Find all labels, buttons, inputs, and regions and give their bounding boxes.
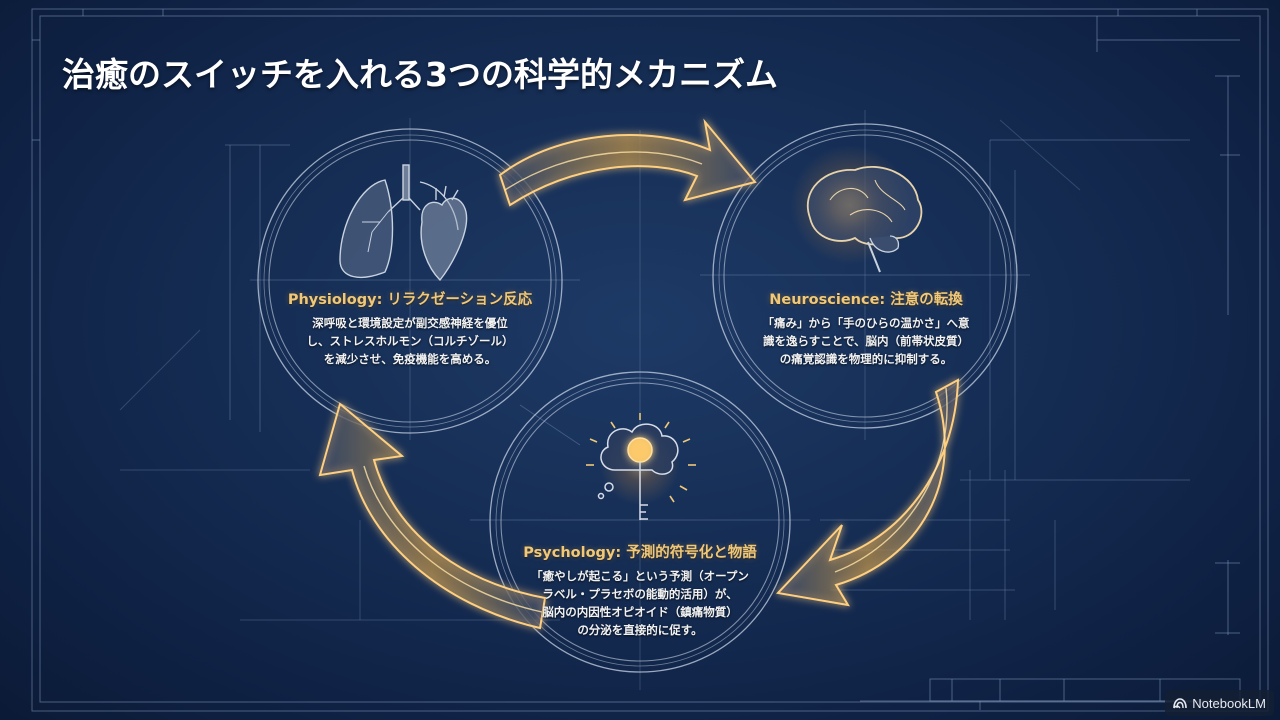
slide-title: 治癒のスイッチを入れる3つの科学的メカニズム (62, 55, 778, 94)
glowing-brain-icon (807, 165, 923, 273)
node-circles (257, 123, 1018, 673)
node-body-neuroscience: 「痛み」から「手のひらの温かさ」へ意 識を逸らすことで、脳内（前帯状皮質） の痛… (731, 314, 1001, 368)
arrow-physiology-to-neuroscience (498, 118, 757, 207)
notebooklm-label: NotebookLM (1192, 695, 1266, 711)
notebooklm-logo-icon (1173, 698, 1188, 709)
node-heading-neuroscience: Neuroscience: 注意の転換 (769, 292, 963, 308)
body-line: 「痛み」から「手のひらの温かさ」へ意 (762, 316, 970, 330)
node-neuroscience: Neuroscience: 注意の転換 「痛み」から「手のひらの温かさ」へ意 識… (731, 288, 1001, 368)
node-psychology: Psychology: 予測的符号化と物語 「癒やしが起こる」という予測（オープ… (505, 541, 775, 639)
psychology-circle (489, 371, 791, 673)
arrow-neuroscience-to-psychology (775, 378, 960, 607)
node-heading-physiology: Physiology: リラクゼーション反応 (287, 292, 533, 308)
physiology-circle (257, 128, 563, 434)
neuroscience-circle (712, 123, 1018, 429)
arrow-psychology-to-physiology (318, 402, 547, 630)
body-line: の痛覚認識を物理的に抑制する。 (779, 352, 953, 366)
body-line: ラベル・プラセボの能動的活用）が、 (542, 587, 738, 601)
cloud-key-icon (586, 413, 696, 520)
body-line: を減少させ、免疫機能を高める。 (323, 352, 497, 366)
body-line: 「癒やしが起こる」という予測（オープン (531, 569, 749, 583)
body-line: 脳内の内因性オピオイド（鎮痛物質） (542, 605, 738, 619)
node-body-physiology: 深呼吸と環境設定が副交感神経を優位 し、ストレスホルモン（コルチゾール） を減少… (275, 314, 545, 368)
node-heading-psychology: Psychology: 予測的符号化と物語 (523, 545, 757, 561)
body-line: の分泌を直接的に促す。 (577, 623, 703, 637)
notebooklm-badge: NotebookLM (1165, 690, 1274, 716)
body-line: 深呼吸と環境設定が副交感神経を優位 (312, 316, 508, 330)
node-body-psychology: 「癒やしが起こる」という予測（オープン ラベル・プラセボの能動的活用）が、 脳内… (505, 567, 775, 639)
node-physiology: Physiology: リラクゼーション反応 深呼吸と環境設定が副交感神経を優位… (275, 288, 545, 368)
body-line: 識を逸らすことで、脳内（前帯状皮質） (763, 334, 969, 348)
lungs-heart-icon (339, 164, 468, 282)
body-line: し、ストレスホルモン（コルチゾール） (306, 334, 514, 348)
